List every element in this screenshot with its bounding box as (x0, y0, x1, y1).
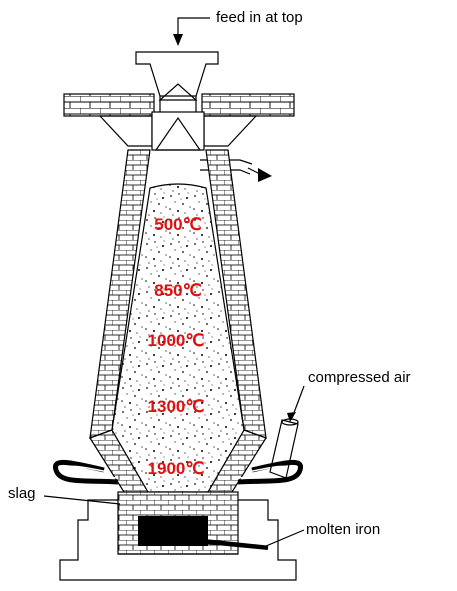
slag-leader (43, 495, 121, 505)
molten-iron-label: molten iron (306, 521, 380, 538)
slag-label: slag (8, 485, 36, 502)
temperature-label: 1900℃ (148, 459, 205, 478)
temperature-label: 850℃ (154, 281, 201, 300)
furnace-base (59, 499, 297, 581)
top-platform (63, 93, 295, 151)
gas-outlet-pipe (200, 159, 272, 182)
compressed-air-label: compressed air (308, 369, 411, 386)
leader-lines (43, 385, 305, 550)
compressed-air-pipe (269, 418, 299, 479)
feed-arrow (173, 17, 210, 46)
molten-iron-pool (138, 516, 208, 546)
charging-hopper (135, 51, 219, 112)
temperature-label: 500℃ (154, 215, 201, 234)
feed-label: feed in at top (216, 9, 303, 26)
furnace-walls (89, 149, 267, 493)
temperature-label: 1300℃ (148, 397, 205, 416)
temperature-label: 1000℃ (148, 331, 205, 350)
tuyere-left (53, 459, 119, 485)
